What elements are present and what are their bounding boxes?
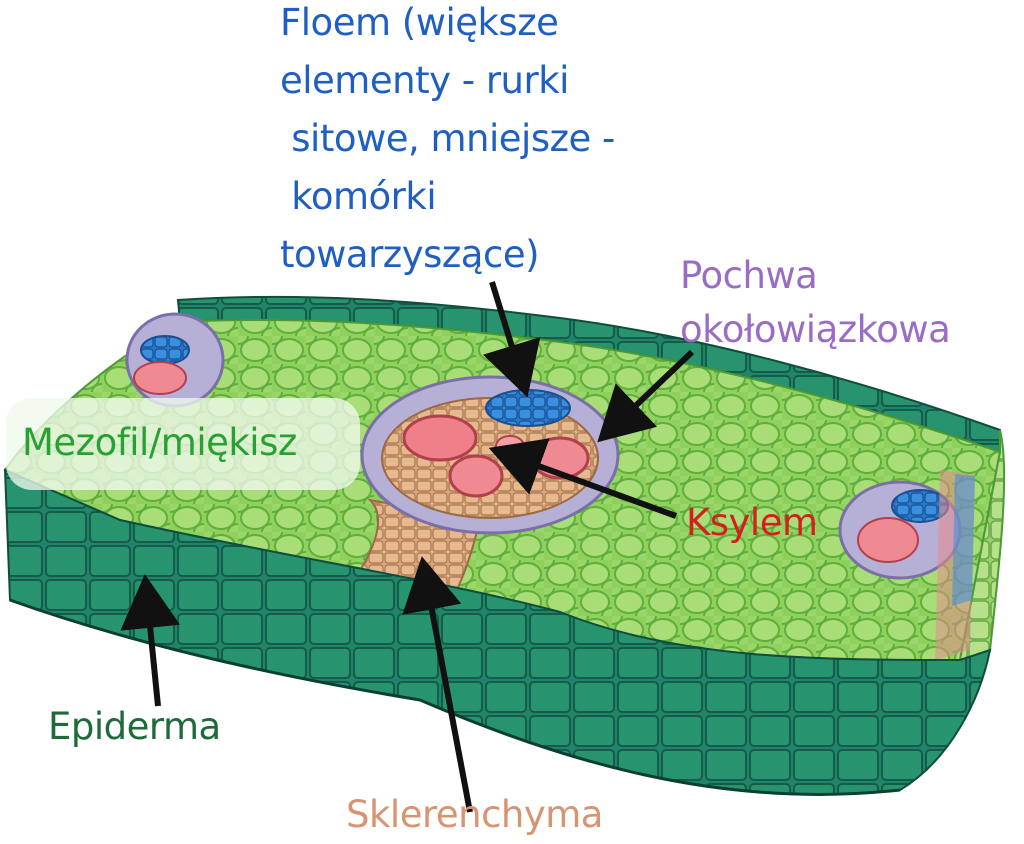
- label-pochwa-line: Pochwa: [680, 254, 818, 297]
- label-epiderma: Epiderma: [48, 705, 221, 748]
- right-bundle: [838, 480, 962, 580]
- label-floem-line: elementy - rurki: [280, 59, 569, 102]
- label-mezofil: Mezofil/miękisz: [22, 421, 297, 464]
- arrow-ksylem: [488, 438, 678, 519]
- label-pochwa: Pochwa okołowiązkowa: [680, 249, 951, 357]
- label-floem-line: towarzyszące): [280, 233, 540, 276]
- label-floem-line: komórki: [280, 175, 437, 218]
- mezofil-label-background: [6, 398, 360, 490]
- arrow-epiderma: [120, 574, 181, 707]
- label-pochwa-line: okołowiązkowa: [680, 308, 951, 351]
- label-floem-line: sitowe, mniejsze -: [280, 117, 615, 160]
- right-side-blue-strip: [952, 474, 975, 606]
- arrow-floem: [482, 281, 541, 398]
- label-ksylem: Ksylem: [686, 501, 818, 544]
- label-sklerenchyma: Sklerenchyma: [346, 793, 603, 836]
- arrow-sklerenchyma: [402, 556, 473, 813]
- left-bundle: [125, 312, 225, 408]
- label-floem: Floem (większe elementy - rurki sitowe, …: [280, 0, 615, 284]
- arrow-pochwa: [597, 349, 695, 443]
- phloem-cluster: [485, 389, 571, 427]
- label-floem-line: Floem (większe: [280, 1, 559, 44]
